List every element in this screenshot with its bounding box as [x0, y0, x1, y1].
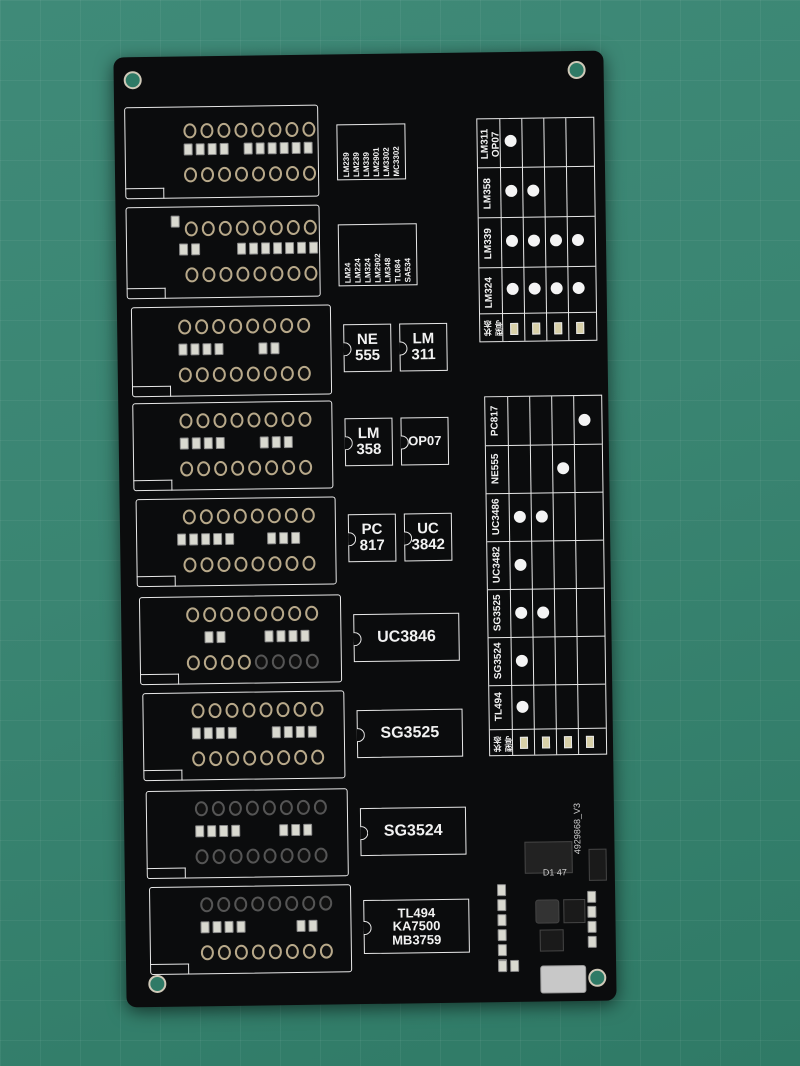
ic-socket-5[interactable] [135, 496, 337, 588]
table1-header-lm324: LM324 [483, 276, 495, 308]
table2-header-ne555: NE555 [489, 453, 502, 485]
smd-component [588, 848, 607, 881]
mount-hole-bottom-left [148, 974, 167, 994]
status-led [510, 322, 519, 335]
ic-socket-1[interactable] [124, 104, 320, 200]
status-table-1: LM311 OP07 LM358 LM339 LM324 状态 型号 [476, 116, 598, 343]
status-led [576, 321, 585, 335]
status-led [554, 322, 563, 335]
silk-label: D1 [542, 867, 555, 878]
mount-hole-bottom-right [588, 968, 607, 987]
ic-label-op07: OP07 [400, 416, 450, 466]
ic-socket-6[interactable] [138, 594, 343, 686]
status-table-2: PC817 NE555 UC3486 UC3482 SG3525 SG3524 … [484, 394, 608, 757]
silk-label: 47 [556, 867, 567, 878]
ic-label-sg3525: SG3525 [356, 708, 464, 759]
status-led [563, 736, 573, 749]
ic-socket-2[interactable] [125, 204, 321, 300]
table2-footer-label: 状态 型号 [492, 735, 514, 753]
ic-label-sg3524: SG3524 [359, 806, 467, 857]
ic-chip [539, 929, 564, 952]
ic-socket-8[interactable] [145, 788, 349, 880]
table2-header-uc3482: UC3482 [491, 546, 503, 584]
table2-header-sg3524: SG3524 [492, 642, 505, 680]
mount-hole-top-left [123, 71, 142, 90]
table1-footer-label: 状态 型号 [483, 320, 504, 337]
ic-socket-3[interactable] [130, 304, 333, 398]
table1-header-lm311: LM311 OP07 [479, 128, 502, 160]
table2-header-sg3525: SG3525 [491, 594, 504, 632]
status-led [519, 736, 529, 749]
usb-port[interactable] [540, 964, 587, 994]
ic-chip [563, 898, 586, 924]
ic-label-uc3846: UC3846 [353, 612, 460, 663]
ic-socket-4[interactable] [132, 400, 334, 492]
table2-header-tl494: TL494 [493, 692, 505, 722]
mount-hole-top-right [567, 60, 586, 80]
board-version-silk: 4929868_V3 [571, 802, 583, 855]
table2-header-uc3486: UC3486 [490, 498, 503, 536]
inductor [535, 899, 560, 924]
ic-socket-7[interactable] [142, 690, 346, 782]
status-led [585, 735, 595, 748]
status-led [532, 322, 541, 335]
table1-header-lm339: LM339 [482, 227, 495, 259]
table2-header-pc817: PC817 [489, 405, 501, 437]
status-led [541, 736, 551, 749]
table1-header-lm358: LM358 [482, 177, 494, 209]
ic-socket-9[interactable] [148, 884, 353, 976]
